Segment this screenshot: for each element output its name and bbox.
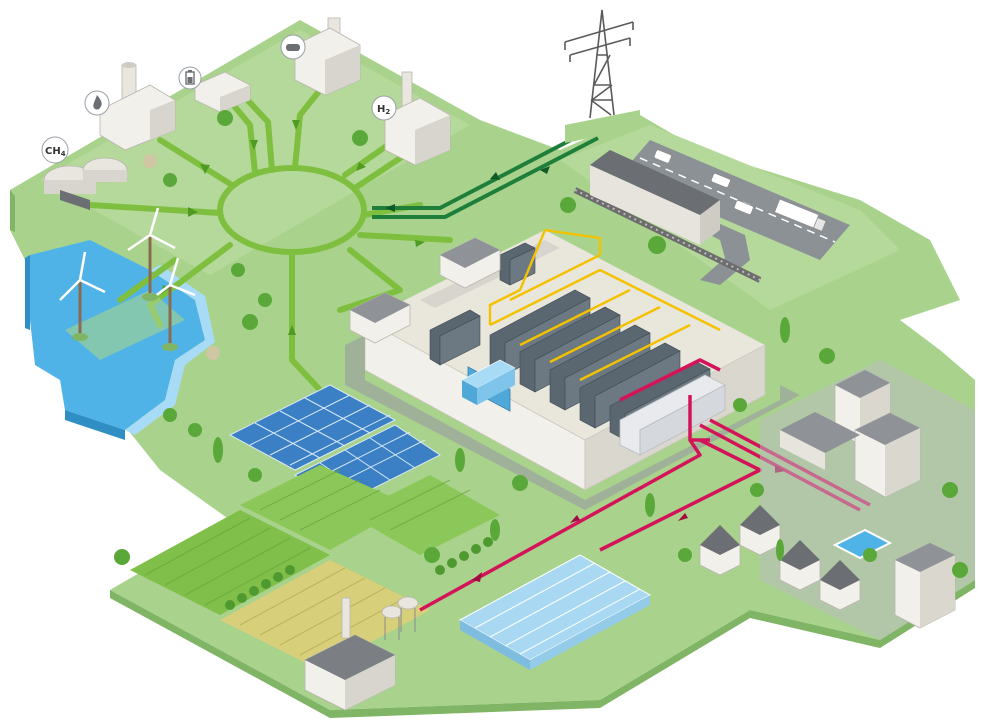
heat-pipe-factory — [419, 439, 702, 612]
sea-edge-left — [25, 255, 30, 330]
methane-label: CH4 — [41, 136, 69, 164]
spoke-datacenter-2 — [337, 247, 403, 313]
dc-base — [345, 335, 800, 510]
market-hall — [780, 412, 860, 470]
train-station — [590, 150, 720, 245]
truck — [774, 198, 827, 232]
battery-storage — [194, 71, 251, 113]
factory — [304, 596, 419, 711]
spoke-ch4 — [87, 202, 223, 216]
top-buildings: CH4 — [41, 17, 451, 210]
greenhouse — [458, 554, 652, 670]
sea-shore — [125, 265, 215, 435]
car-2 — [711, 173, 731, 188]
hydrogen-label: H2 — [371, 95, 397, 121]
houses — [699, 505, 861, 611]
apartment-2 — [854, 412, 921, 498]
wind-farm — [59, 207, 196, 360]
highway — [620, 140, 850, 260]
field-green-1 — [130, 510, 330, 615]
trees — [114, 110, 968, 578]
water-towers — [381, 596, 419, 640]
yellow-field-rows — [239, 567, 406, 656]
hedges — [225, 537, 493, 610]
spoke-south — [289, 249, 323, 393]
turbine-bases — [72, 293, 178, 351]
road — [573, 140, 850, 285]
hydrogen-plant — [384, 71, 451, 166]
solar-array-1 — [228, 384, 397, 471]
residential — [699, 360, 975, 640]
spoke-gasplant — [157, 137, 235, 188]
biogas-plant — [43, 157, 128, 210]
spoke-h2-2 — [352, 152, 408, 191]
cable-trays — [488, 228, 721, 382]
wind-turbine-icon — [78, 235, 172, 345]
battery-icon — [178, 66, 202, 90]
highway-line — [639, 157, 836, 243]
turbine-platform — [65, 290, 185, 360]
shore-trees — [143, 154, 220, 360]
heat-pipe-loop — [619, 358, 721, 402]
field-yellow — [220, 560, 430, 670]
heat-pipe-riser — [688, 395, 710, 442]
car-1 — [654, 149, 672, 164]
spoke-top — [292, 87, 323, 171]
substations — [349, 237, 501, 344]
hydrogen-text: H2 — [377, 104, 390, 116]
spoke-battery-2 — [237, 89, 275, 173]
swimming-pool — [832, 528, 893, 560]
top-plant — [294, 17, 361, 96]
ground-edge-top-left — [10, 190, 15, 232]
field-green-3 — [350, 475, 500, 555]
sea-edge — [65, 410, 125, 440]
gas-power-plant — [99, 62, 176, 151]
flame-icon — [84, 90, 110, 116]
hv-arrows — [385, 166, 550, 212]
railway-ties — [574, 189, 761, 281]
cloud-icon — [280, 34, 306, 60]
pylon-icon — [564, 9, 640, 143]
field-green-2 — [240, 465, 410, 550]
spoke-windfarm-2 — [117, 257, 178, 303]
fields — [130, 465, 500, 670]
apartment-3 — [894, 542, 956, 629]
heat-exchanger-front — [639, 384, 726, 456]
field-rows — [144, 469, 471, 606]
control-room — [461, 359, 516, 412]
green-grid — [87, 87, 453, 393]
car-3 — [734, 200, 754, 215]
ground-edge-left — [110, 590, 330, 718]
methane-text: CH4 — [45, 146, 66, 158]
spoke-datacenter — [357, 232, 453, 243]
turbine-blades — [59, 207, 196, 301]
